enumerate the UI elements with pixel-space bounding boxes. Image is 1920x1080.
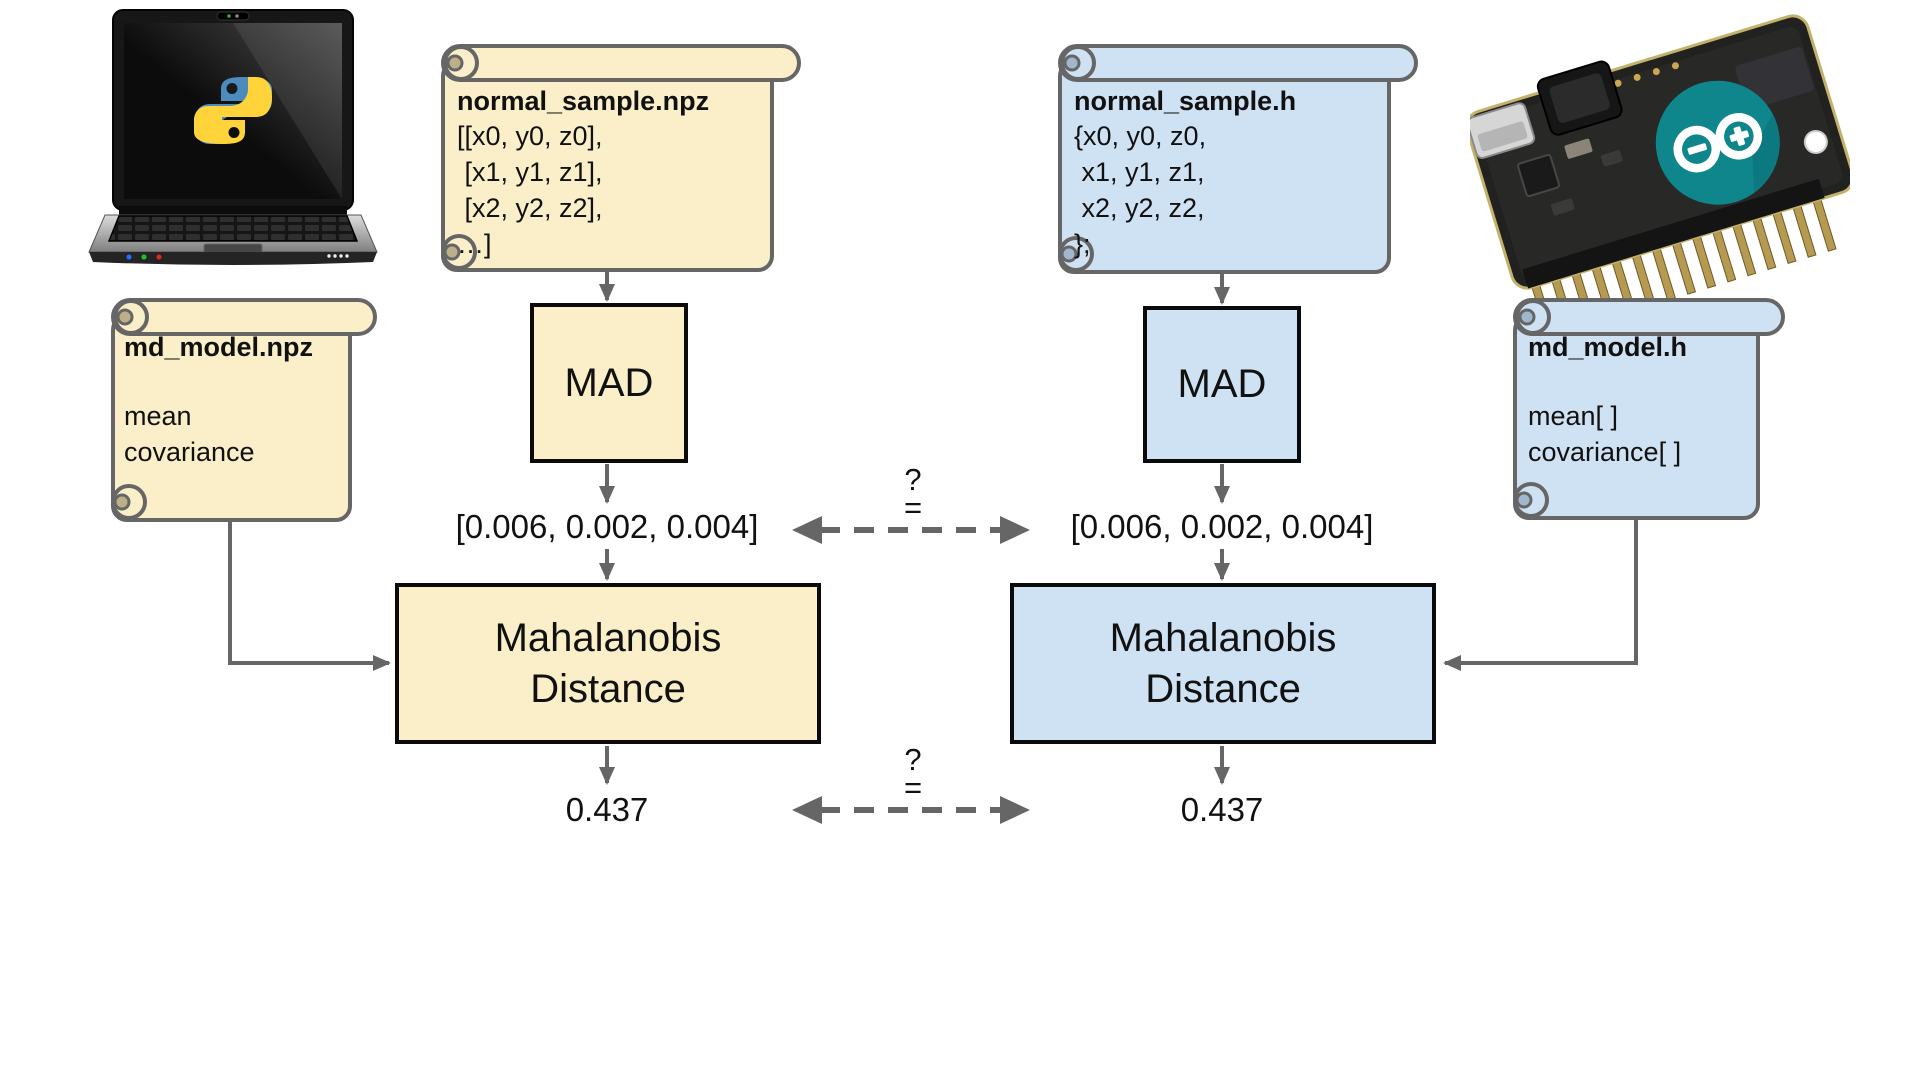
micro-usb-connector (1466, 102, 1536, 159)
file-title: md_model.npz (124, 332, 314, 362)
code-line: [x1, y1, z1], (457, 157, 603, 187)
battery-connector (1536, 60, 1623, 136)
code-line: covariance[ ] (1528, 437, 1682, 467)
file-scroll-md-model-h (1511, 296, 1789, 524)
code-line: covariance (124, 437, 255, 467)
arduino-board-image (1465, 12, 1855, 338)
distance-result-arduino: 0.437 (1180, 791, 1264, 828)
compare-arrow-distance-outputs (792, 796, 1030, 824)
md-model-npz-content: md_model.npz mean covariance (124, 330, 313, 470)
code-line: [x2, y2, z2], (457, 193, 603, 223)
file-title: normal_sample.npz (457, 86, 710, 116)
mahalanobis-box-arduino: Mahalanobis Distance (1010, 583, 1436, 744)
arrow-model-to-dist-left (228, 521, 391, 671)
mad-box-label: MAD (1177, 362, 1267, 406)
mad-output-arduino: [0.006, 0.002, 0.004] (1070, 508, 1374, 545)
mahalanobis-box-label: Mahalanobis Distance (1109, 615, 1337, 711)
normal-sample-h-content: normal_sample.h {x0, y0, z0, x1, y1, z1,… (1074, 84, 1296, 262)
python-laptop-image (83, 8, 383, 266)
md-model-h-content: md_model.h mean[ ] covariance[ ] (1528, 330, 1687, 470)
code-line: {x0, y0, z0, (1074, 121, 1207, 151)
code-line: [[x0, y0, z0], (457, 121, 603, 151)
file-scroll-md-model-npz (109, 296, 381, 526)
mad-output-python: [0.006, 0.002, 0.004] (455, 508, 759, 545)
laptop-screen (112, 9, 354, 211)
file-title: normal_sample.h (1074, 86, 1297, 116)
normal-sample-npz-content: normal_sample.npz [[x0, y0, z0], [x1, y1… (457, 84, 709, 262)
laptop-base (88, 206, 378, 265)
distance-result-python: 0.437 (565, 791, 649, 828)
file-scroll-normal-sample-h (1056, 42, 1422, 278)
mahalanobis-box-label: Mahalanobis Distance (494, 615, 722, 711)
file-title: md_model.h (1528, 332, 1688, 362)
code-line: x1, y1, z1, (1074, 157, 1205, 187)
file-scroll-normal-sample-npz (439, 42, 805, 276)
question-mark: ? (904, 742, 922, 777)
compare-arrow-mad-outputs (792, 516, 1030, 544)
code-line: }; (1074, 229, 1091, 259)
equality-question-label: ? = (868, 462, 958, 525)
arrow-model-to-dist-right (1443, 519, 1638, 671)
code-line: …] (457, 229, 492, 259)
mahalanobis-box-python: Mahalanobis Distance (395, 583, 821, 744)
code-line: mean (124, 401, 192, 431)
mad-box-arduino: MAD (1143, 306, 1301, 463)
equals-sign: = (903, 770, 923, 805)
equality-question-label: ? = (868, 742, 958, 805)
mad-box-label: MAD (564, 360, 654, 405)
question-mark: ? (904, 462, 922, 497)
code-line: x2, y2, z2, (1074, 193, 1205, 223)
mad-box-python: MAD (530, 303, 688, 463)
arduino-logo-icon (1655, 80, 1780, 205)
equals-sign: = (903, 490, 923, 525)
code-line: mean[ ] (1528, 401, 1619, 431)
